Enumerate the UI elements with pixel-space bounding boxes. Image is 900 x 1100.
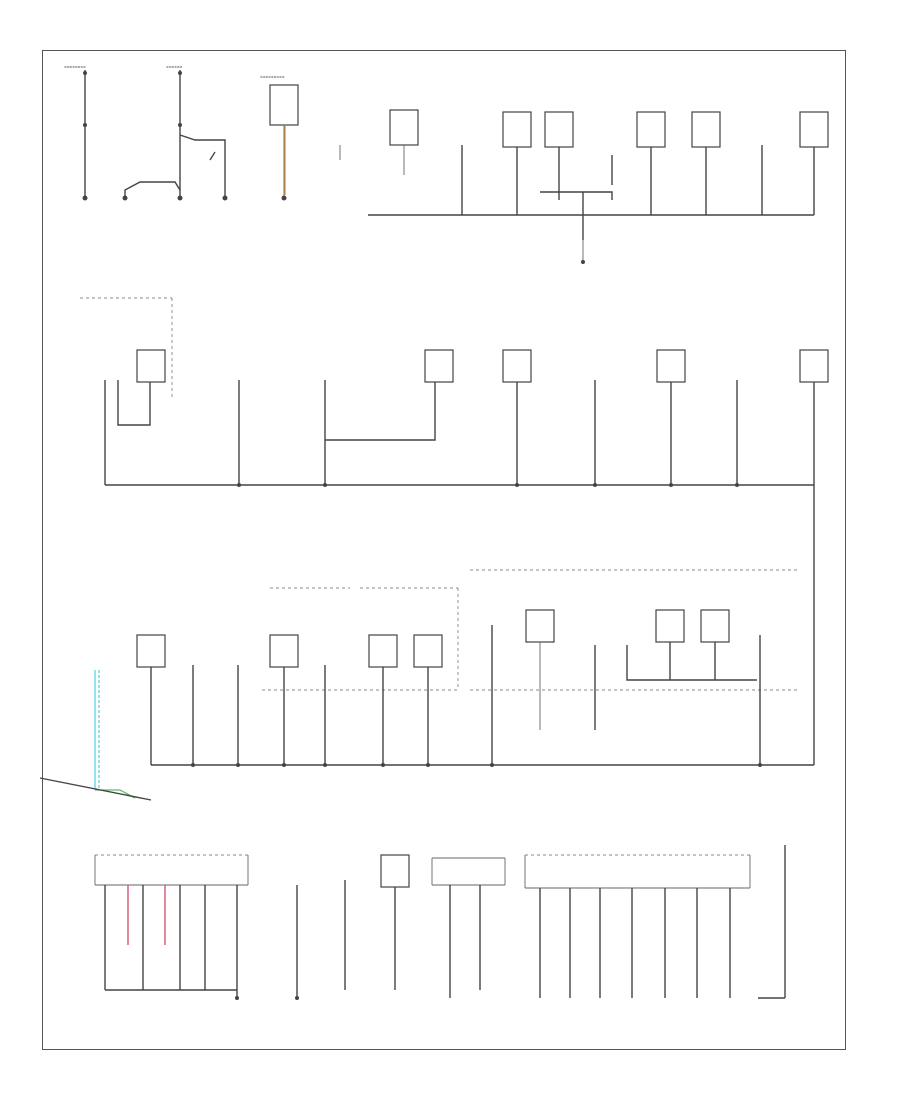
section-4 bbox=[94, 845, 786, 1000]
svg-text:▪▪▪▪▪▪: ▪▪▪▪▪▪ bbox=[166, 64, 183, 69]
svg-text:▪▪▪▪▪▪▪▪: ▪▪▪▪▪▪▪▪ bbox=[64, 64, 86, 69]
section-1: ▪▪▪▪▪▪▪▪ ▪▪▪▪▪▪ ▪▪▪▪▪▪▪▪▪ bbox=[64, 64, 829, 264]
section-2 bbox=[80, 297, 829, 765]
svg-text:▪▪▪▪▪▪▪▪▪: ▪▪▪▪▪▪▪▪▪ bbox=[260, 74, 285, 79]
section-3 bbox=[39, 569, 814, 801]
diagram-frame bbox=[42, 50, 846, 1050]
